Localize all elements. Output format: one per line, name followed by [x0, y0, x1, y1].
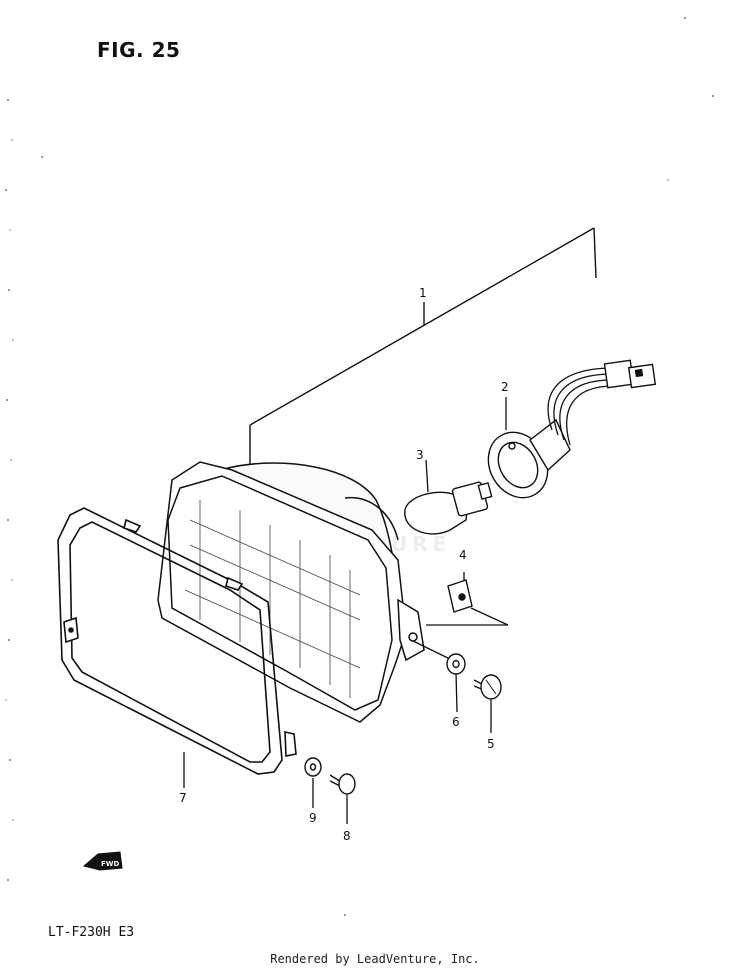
scan-noise [5, 17, 714, 916]
callout-2: 2 [501, 380, 509, 394]
callout-6: 6 [452, 715, 460, 729]
washer-9 [304, 757, 322, 777]
callout-4: 4 [459, 548, 467, 562]
connector [603, 359, 657, 389]
callout-8: 8 [343, 829, 351, 843]
headlight-rim [57, 507, 297, 775]
callout-labels: 1 2 3 4 5 6 7 8 9 [179, 286, 509, 843]
figure-title: FIG. 25 [97, 38, 181, 62]
fwd-label: FWD [101, 860, 120, 868]
bulb [404, 481, 493, 535]
callout-3: 3 [416, 448, 424, 462]
fwd-arrow: FWD [82, 851, 123, 871]
socket [487, 418, 571, 499]
wire-harness [547, 367, 615, 446]
footer-credit: Rendered by LeadVenture, Inc. [270, 952, 480, 966]
headlight-unit [157, 461, 425, 723]
washer-6 [446, 653, 466, 675]
assembly-bracket [249, 227, 597, 468]
callout-7: 7 [179, 791, 187, 805]
screw-8 [329, 773, 356, 795]
model-code: LT-F230H E3 [48, 925, 135, 940]
screw-5 [473, 674, 502, 700]
callout-9: 9 [309, 811, 317, 825]
clip-nut [447, 579, 473, 613]
callout-5: 5 [487, 737, 495, 751]
callout-1: 1 [419, 286, 427, 300]
